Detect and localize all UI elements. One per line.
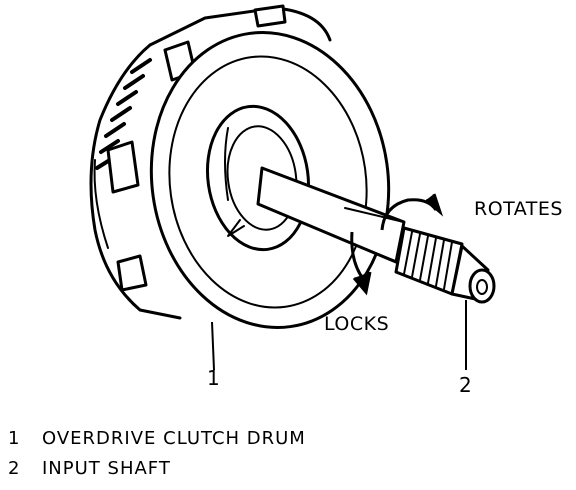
rotates-arrow [380,193,444,231]
drum-tabs [106,4,287,292]
locks-label: LOCKS [324,313,389,335]
part-number-2: 2 [459,373,472,397]
legend-number: 2 [8,458,21,479]
legend-text: OVERDRIVE CLUTCH DRUM [42,428,306,449]
clutch-drum-diagram: ROTATES LOCKS 1 2 [89,4,563,397]
input-shaft [256,166,496,304]
shaft-end [468,268,496,304]
legend-item: 2 INPUT SHAFT [8,458,171,479]
legend-item: 1 OVERDRIVE CLUTCH DRUM [8,428,306,449]
drum-hub-inner [226,125,298,231]
leader-line-1 [211,321,215,371]
legend-number: 1 [8,428,21,449]
rotates-label: ROTATES [474,198,563,220]
part-number-1: 1 [207,366,220,390]
locks-arrow [350,231,372,296]
legend-text: INPUT SHAFT [42,458,171,479]
drum-face-rim [168,55,368,309]
drum-hub-outer [205,104,311,252]
